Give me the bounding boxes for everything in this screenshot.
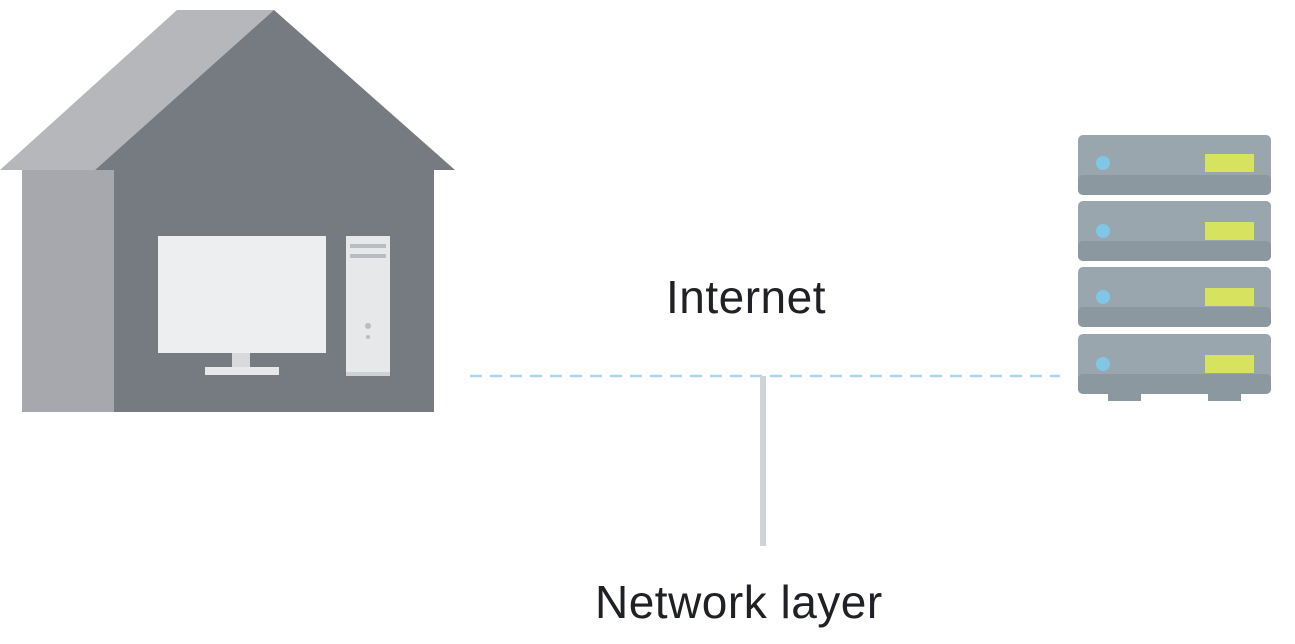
server-rack-icon <box>1078 135 1271 401</box>
network-layer-label: Network layer <box>595 576 883 628</box>
desktop-computer-icon <box>158 236 390 376</box>
internet-label: Internet <box>666 271 826 323</box>
